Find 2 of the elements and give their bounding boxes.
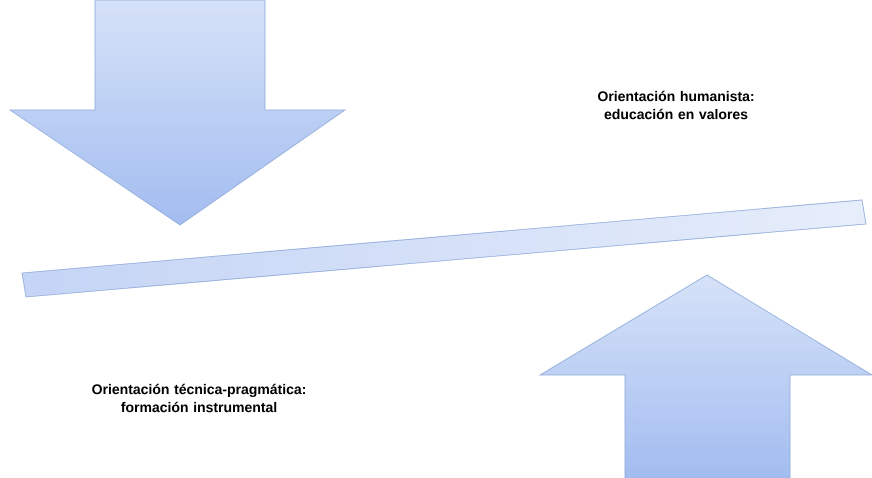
caption-text: Orientación técnica-pragmática: formación instrumental xyxy=(92,384,305,412)
caption-text: Orientación humanista: educación en valores xyxy=(598,90,754,120)
